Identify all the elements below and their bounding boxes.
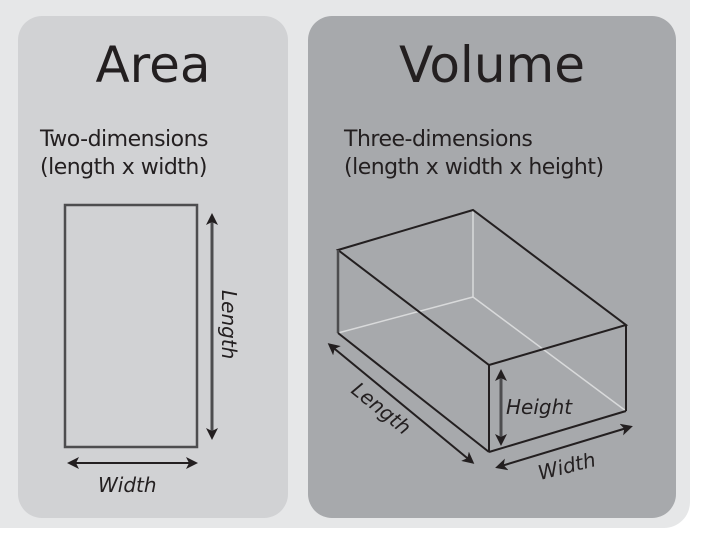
volume-height-label: Height: [506, 395, 573, 419]
volume-subtitle-line1: Three-dimensions: [344, 127, 533, 152]
volume-title: Volume: [399, 36, 585, 94]
area-subtitle-line2: (length x width): [40, 155, 207, 180]
area-subtitle-line1: Two-dimensions: [40, 127, 209, 152]
volume-subtitle-line2: (length x width x height): [344, 155, 604, 180]
area-subtitle: Two-dimensions (length x width): [40, 126, 209, 182]
area-length-label: Length: [217, 290, 241, 359]
volume-subtitle: Three-dimensions (length x width x heigh…: [344, 126, 604, 182]
area-title: Area: [95, 36, 211, 94]
volume-length-arrow: [327, 343, 475, 464]
volume-width-arrow: [495, 423, 633, 471]
area-rectangle: [63, 203, 199, 449]
area-width-label: Width: [98, 473, 157, 497]
